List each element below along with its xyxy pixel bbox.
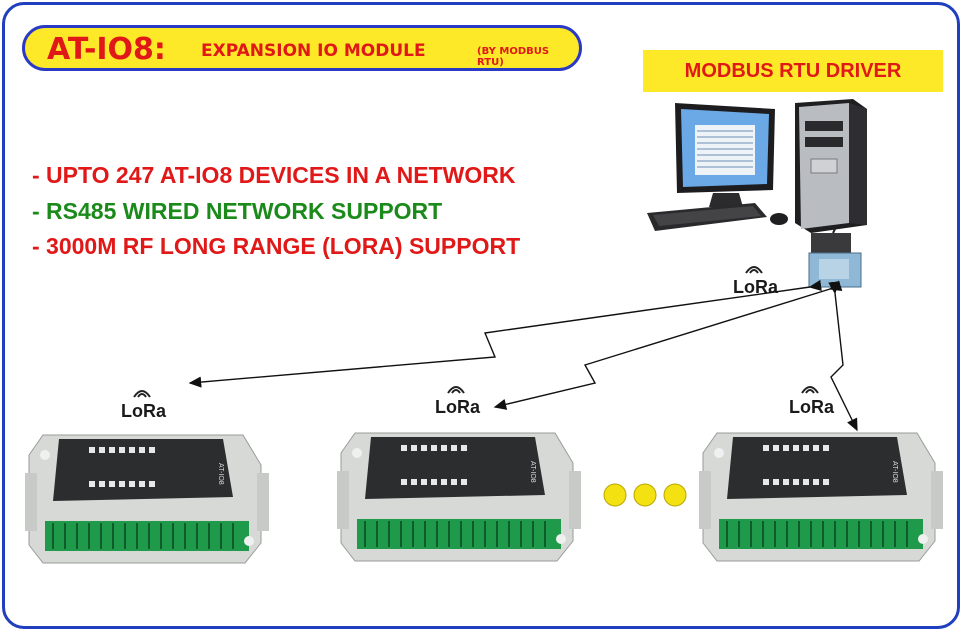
module-label-3: AT-IO8 bbox=[891, 461, 898, 483]
desktop-computer-icon bbox=[647, 99, 867, 233]
title-subtitle: EXPANSION IO MODULE bbox=[201, 41, 426, 61]
lora-logo-device-1: LoRa bbox=[121, 390, 181, 423]
driver-label: MODBUS RTU DRIVER bbox=[684, 60, 902, 82]
title-note: (BY MODBUS RTU) bbox=[477, 46, 550, 68]
link-device-1 bbox=[188, 279, 822, 388]
connection-arrows bbox=[188, 279, 858, 432]
feature-rs485: - RS485 WIRED NETWORK SUPPORT bbox=[32, 198, 443, 224]
title-banner: AT-IO8: EXPANSION IO MODULE (BY MODBUS R… bbox=[22, 25, 582, 71]
io-module-3: AT-IO8 bbox=[699, 432, 943, 562]
link-device-3 bbox=[828, 281, 858, 432]
title-main: AT-IO8: bbox=[47, 32, 166, 67]
lora-label-device-1: LoRa bbox=[121, 401, 166, 421]
ellipsis-dots-icon bbox=[603, 483, 687, 507]
io-module-1: AT-IO8 bbox=[25, 434, 269, 564]
feature-devices: - UPTO 247 AT-IO8 DEVICES IN A NETWORK bbox=[32, 162, 516, 188]
link-device-2 bbox=[493, 280, 843, 410]
module-label-1: AT-IO8 bbox=[217, 463, 224, 485]
lora-label-device-2: LoRa bbox=[435, 397, 480, 417]
driver-banner: MODBUS RTU DRIVER bbox=[643, 50, 943, 92]
feature-lora: - 3000M RF LONG RANGE (LORA) SUPPORT bbox=[32, 233, 521, 259]
module-label-2: AT-IO8 bbox=[529, 461, 536, 483]
io-module-2: AT-IO8 bbox=[337, 432, 581, 562]
